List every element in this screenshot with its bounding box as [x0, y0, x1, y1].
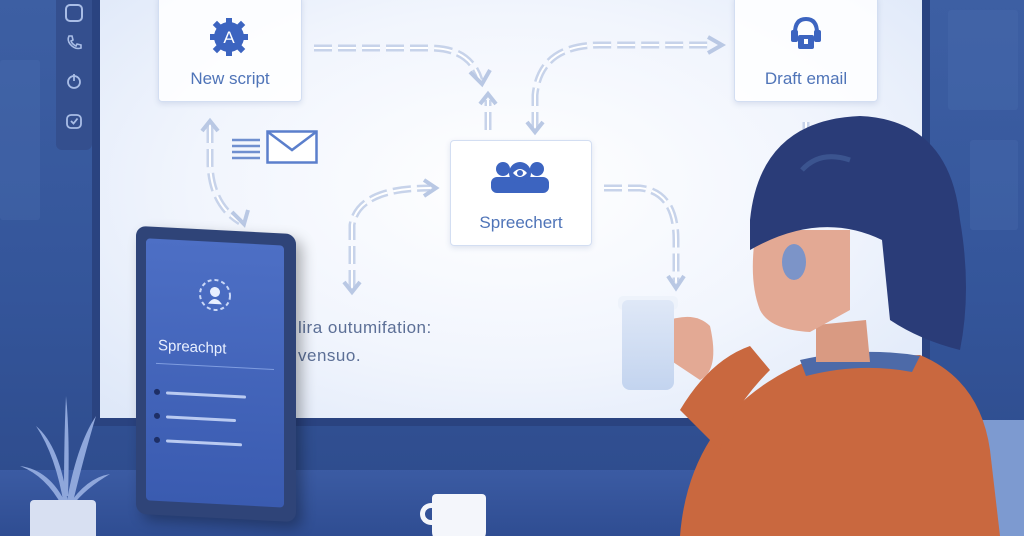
- list-icon: [232, 138, 260, 160]
- node-new-script[interactable]: A New script: [158, 0, 302, 102]
- list-bullet: [154, 436, 160, 444]
- monitor-screen[interactable]: Spreachpt: [146, 238, 284, 508]
- node-label-draft-email: Draft email: [764, 69, 848, 88]
- people-group-icon: [491, 162, 549, 193]
- sidebar-icon-strip: [56, 0, 92, 150]
- coffee-cup: [622, 300, 674, 390]
- robot-icon: [791, 16, 821, 49]
- envelope-icon: [266, 130, 318, 164]
- person-illustration: [664, 116, 1000, 536]
- desk-mug: [432, 494, 486, 536]
- board-caption-line-2: vensuo.: [298, 346, 362, 365]
- list-item[interactable]: [166, 415, 236, 423]
- check-badge-icon[interactable]: [65, 112, 83, 130]
- node-spreechert[interactable]: Spreechert: [450, 140, 592, 246]
- wall-panel: [0, 60, 40, 220]
- node-draft-email[interactable]: Draft email: [734, 0, 878, 102]
- plant-pot: [30, 500, 96, 536]
- gear-badge-icon: [199, 278, 231, 311]
- plant-icon: [20, 396, 110, 506]
- mug-handle: [420, 503, 438, 525]
- svg-text:A: A: [223, 28, 235, 47]
- letter-a-gear-icon: A: [210, 18, 248, 56]
- monitor-title: Spreachpt: [158, 336, 227, 358]
- checkbox-icon[interactable]: [65, 4, 83, 22]
- node-label-new-script: New script: [190, 69, 270, 88]
- list-item[interactable]: [166, 439, 242, 447]
- monitor-divider: [156, 362, 274, 371]
- wall-panel: [970, 140, 1018, 230]
- power-icon[interactable]: [65, 72, 83, 90]
- phone-icon[interactable]: [65, 34, 83, 52]
- list-bullet: [154, 412, 160, 420]
- wall-panel: [948, 10, 1018, 110]
- list-bullet: [154, 388, 160, 396]
- list-item[interactable]: [166, 391, 246, 399]
- desk-monitor: Spreachpt: [136, 225, 296, 523]
- board-caption-line-1: lira outumifation:: [298, 318, 432, 337]
- node-label-spreechert: Spreechert: [479, 213, 563, 232]
